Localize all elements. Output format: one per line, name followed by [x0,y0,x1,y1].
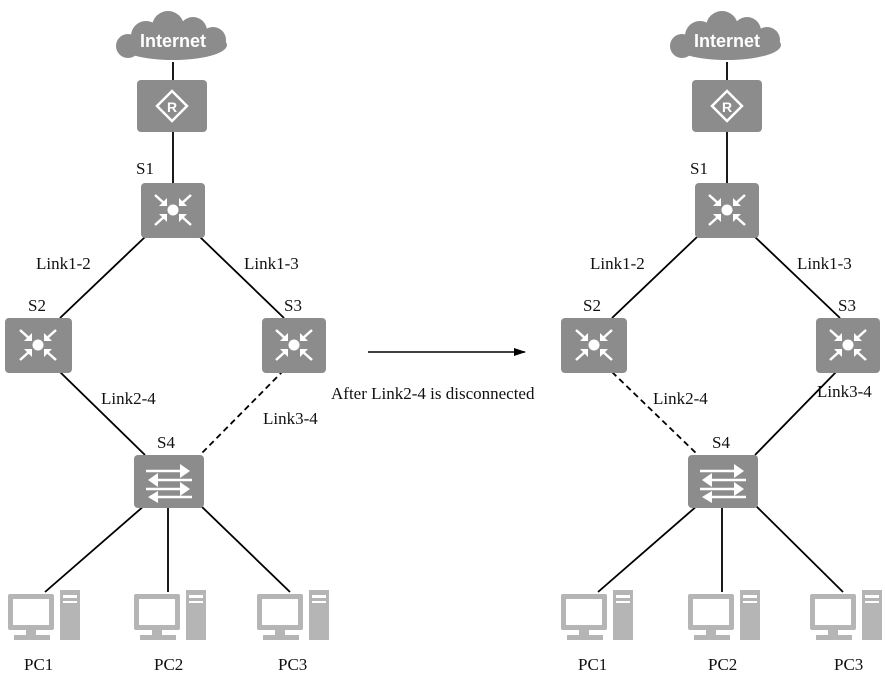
link-1-3-line [754,236,841,319]
label-link-1-3: Link1-3 [244,254,299,273]
label-link-3-4: Link3-4 [817,382,872,401]
pc-icon [810,590,882,640]
link-s4-pc1-line [44,504,146,593]
topology-before: Internet R S1 [5,11,329,673]
link-1-2-line [611,236,698,319]
link-s4-pc1-line [597,504,699,593]
label-link-3-4: Link3-4 [263,409,318,428]
switch-s4 [134,455,204,508]
pc-1 [8,590,80,640]
core-switch-icon [154,194,192,226]
svg-text:R: R [722,99,732,115]
label-s2: S2 [28,296,46,315]
label-link-1-2: Link1-2 [590,254,645,273]
pc-icon [134,590,206,640]
layer2-switch-icon [146,464,192,503]
switch-s3 [816,318,880,373]
switch-s2 [5,318,72,373]
transition-caption: After Link2-4 is disconnected [331,384,535,403]
pc-icon [257,590,329,640]
switch-s2 [561,318,627,373]
label-s3: S3 [284,296,302,315]
link-s4-pc3-line [199,504,291,593]
label-pc2: PC2 [708,655,737,673]
switch-s4 [688,455,758,508]
label-s3: S3 [838,296,856,315]
label-pc3: PC3 [278,655,307,673]
svg-text:R: R [167,99,177,115]
switch-s1 [695,183,759,238]
label-s2: S2 [583,296,601,315]
internet-label: Internet [140,31,206,51]
pc-1 [561,590,633,640]
label-s1: S1 [690,159,708,178]
link-1-2-line [59,236,146,319]
label-link-1-2: Link1-2 [36,254,91,273]
link-3-4-line [754,369,839,456]
link-s4-pc3-line [754,504,844,593]
topology-after: Internet R S1 [561,11,882,673]
label-pc1: PC1 [24,655,53,673]
core-switch-icon [275,329,313,361]
internet-label: Internet [694,31,760,51]
switch-s1 [141,183,205,238]
internet-cloud: Internet [116,11,227,60]
pc-2 [134,590,206,640]
link-1-3-line [199,236,285,319]
layer2-switch-icon [700,464,746,503]
label-pc3: PC3 [834,655,863,673]
core-switch-icon [829,329,867,361]
pc-icon [8,590,80,640]
core-switch-icon [708,194,746,226]
router: R [692,80,762,132]
label-s4: S4 [157,433,175,452]
router-icon: R [155,89,189,123]
internet-cloud: Internet [670,11,781,60]
router: R [137,80,207,132]
label-pc1: PC1 [578,655,607,673]
switch-s3 [262,318,326,373]
link-2-4-line [59,371,146,456]
label-link-2-4: Link2-4 [653,389,708,408]
core-switch-icon [19,329,57,361]
pc-2 [688,590,760,640]
label-pc2: PC2 [154,655,183,673]
pc-icon [688,590,760,640]
link-2-4-line [611,371,699,456]
label-s4: S4 [712,433,730,452]
label-link-1-3: Link1-3 [797,254,852,273]
router-icon: R [710,89,744,123]
pc-3 [810,590,882,640]
label-link-2-4: Link2-4 [101,389,156,408]
pc-3 [257,590,329,640]
core-switch-icon [575,329,613,361]
pc-icon [561,590,633,640]
label-s1: S1 [136,159,154,178]
